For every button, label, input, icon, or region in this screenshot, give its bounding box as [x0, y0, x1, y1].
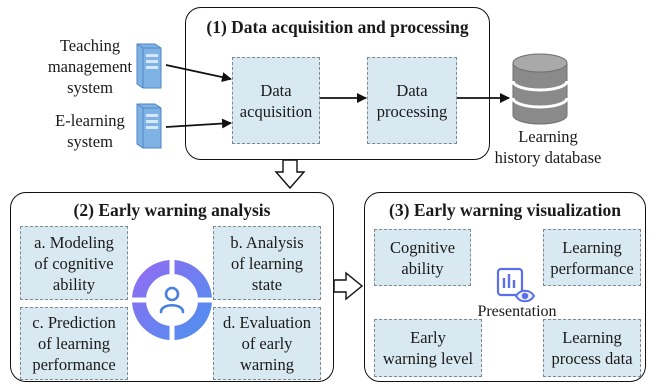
presentation-icon: [496, 267, 536, 303]
presentation-label: Presentation: [477, 303, 557, 320]
database-label: Learning history database: [494, 127, 602, 167]
arrow-teaching-to-acquisition: [165, 64, 232, 82]
elearning-system-label: E-learning system: [55, 111, 125, 151]
modeling-cognitive-ability-box: a. Modeling of cognitive ability: [20, 226, 128, 300]
evaluation-early-warning-box: d. Evaluation of early warning: [213, 307, 321, 380]
teaching-management-system-label: Teaching management system: [47, 36, 133, 97]
arrow-elearning-to-acquisition: [165, 118, 232, 129]
database-icon: [511, 53, 569, 125]
data-processing-box: Data processing: [367, 57, 457, 144]
hollow-arrow-down: [274, 159, 306, 190]
learning-performance-box: Learning performance: [543, 229, 641, 286]
panel-3-title: (3) Early warning visualization: [389, 200, 621, 220]
learning-process-data-box: Learning process data: [543, 319, 641, 377]
person-icon: [132, 260, 212, 340]
server-icon: [136, 103, 162, 149]
analysis-learning-state-box: b. Analysis of learning state: [213, 226, 321, 300]
server-icon: [136, 43, 162, 89]
early-warning-level-box: Early warning level: [374, 319, 482, 377]
prediction-learning-performance-box: c. Prediction of learning performance: [20, 307, 128, 380]
panel-2-title: (2) Early warning analysis: [73, 200, 271, 220]
cognitive-ability-box: Cognitive ability: [374, 229, 471, 286]
hollow-arrow-right: [333, 271, 364, 301]
panel-1-title: (1) Data acquisition and processing: [206, 17, 469, 37]
data-acquisition-box: Data acquisition: [232, 57, 320, 144]
